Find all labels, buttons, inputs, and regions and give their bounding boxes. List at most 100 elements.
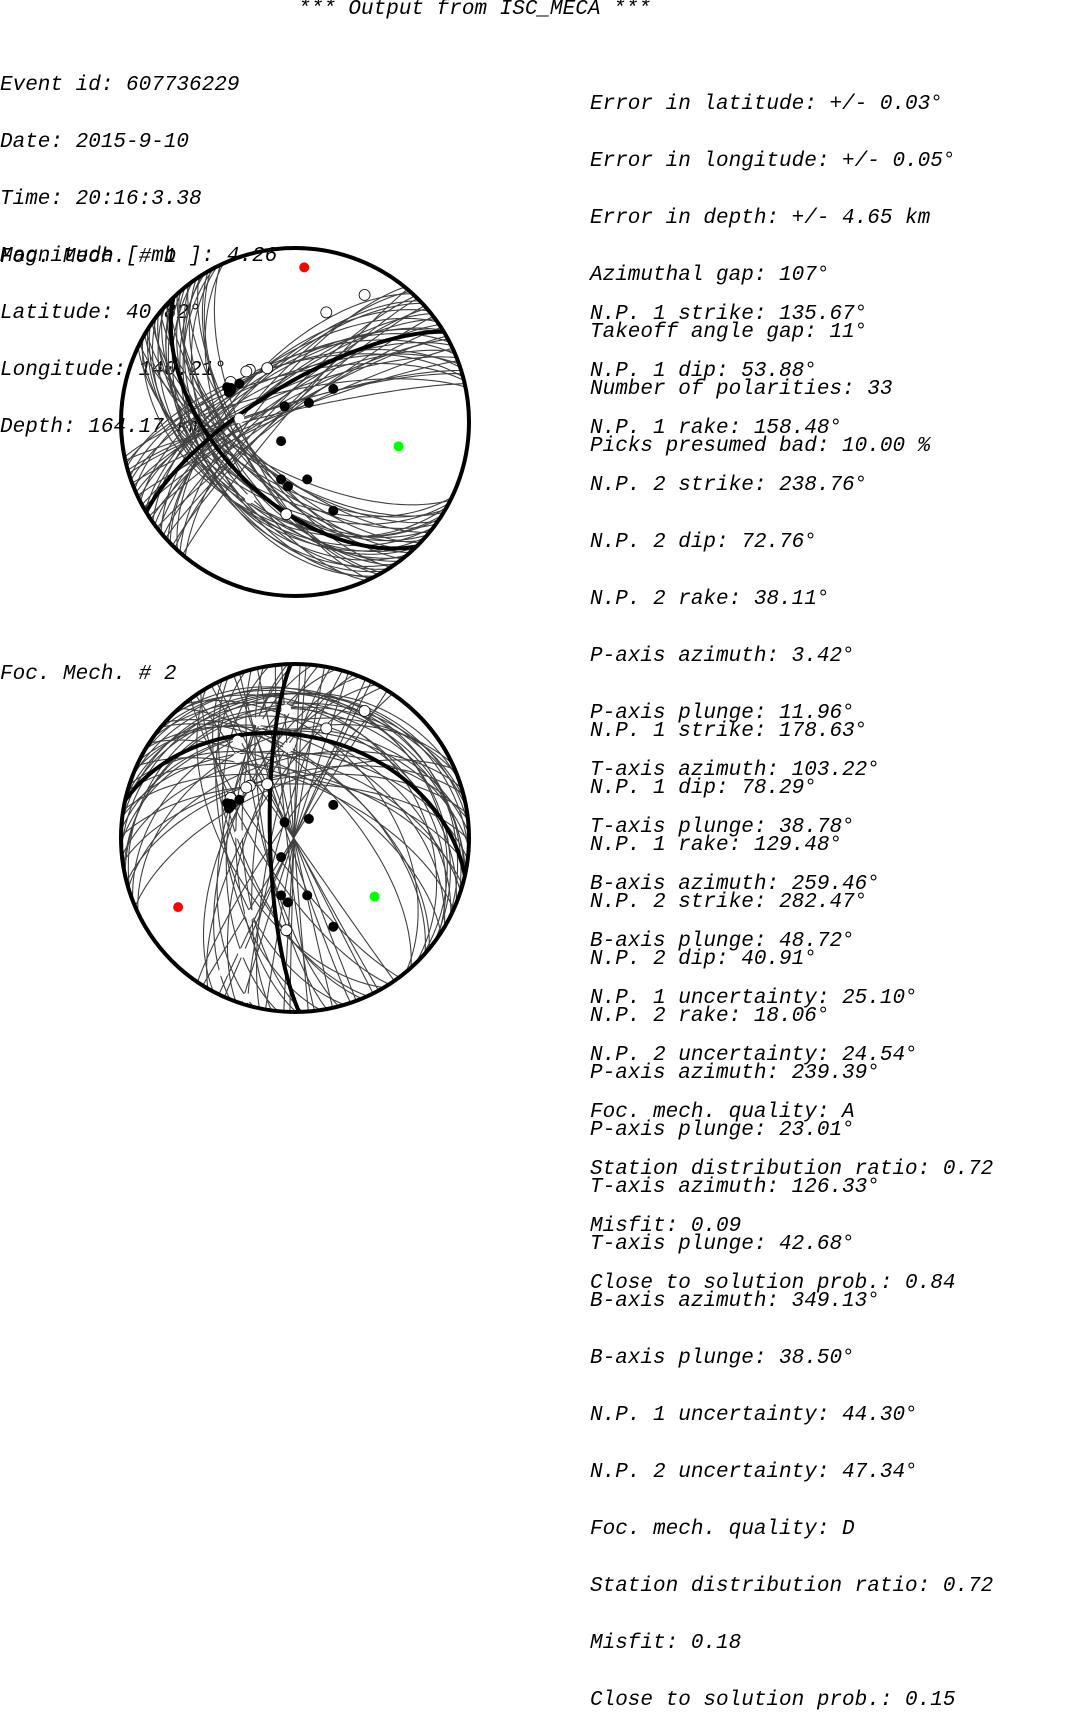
param-line: Station distribution ratio: 0.72 [590,1575,994,1598]
dilatation-marker [358,289,371,301]
dilatation-marker [234,829,245,840]
compression-marker [328,921,339,932]
param-line: B-axis plunge: 38.50° [590,1347,855,1370]
dilatation-marker [218,967,229,977]
param-line: N.P. 2 dip: 40.91° [590,948,817,971]
dilatation-marker [218,551,229,561]
dilatation-marker [232,735,243,746]
compression-marker [224,799,237,811]
error-longitude: Error in longitude: +/- 0.05° [590,150,956,173]
dilatation-marker [283,742,293,753]
param-line: P-axis azimuth: 3.42° [590,645,855,668]
p-axis-marker [173,902,184,913]
event-time: Time: 20:16:3.38 [0,188,202,211]
compression-marker [279,817,290,828]
event-latitude: Latitude: 40.82° [0,302,202,325]
dilatation-marker [232,753,243,763]
param-line: T-axis azimuth: 126.33° [590,1176,880,1199]
dilatation-marker [240,365,253,378]
dilatation-marker [244,909,255,920]
dilatation-marker [244,493,255,504]
nodal-plane-2 [123,731,467,877]
page-title: *** Output from ISC_MECA *** [298,0,651,21]
focal-sphere-outline [119,662,471,1014]
error-depth: Error in depth: +/- 4.65 km [590,207,931,230]
param-line: N.P. 1 dip: 53.88° [590,360,817,383]
compression-marker [328,505,339,516]
dilatation-marker [358,705,371,717]
compression-marker [283,897,293,908]
compression-marker [234,378,245,389]
param-line: B-axis azimuth: 349.13° [590,1290,880,1313]
event-date: Date: 2015-9-10 [0,131,190,154]
param-line: N.P. 2 dip: 72.76° [590,531,817,554]
beachball-canvas [119,246,471,1014]
uncertainty-fan [121,664,469,1012]
dilatation-marker [237,531,248,542]
param-line: N.P. 2 strike: 238.76° [590,474,868,497]
param-line: N.P. 1 strike: 178.63° [590,720,868,743]
compression-marker [303,397,314,408]
param-line: Misfit: 0.18 [590,1632,742,1655]
event-id: Event id: 607736229 [0,74,240,97]
param-line: T-axis plunge: 42.68° [590,1233,855,1256]
dilatation-marker [241,993,252,1004]
compression-marker [328,383,339,394]
dilatation-marker [232,319,243,330]
mech2-heading: Foc. Mech. # 2 [0,663,177,686]
dilatation-marker [283,326,293,337]
param-line: Close to solution prob.: 0.15 [590,1689,956,1712]
mech1-heading: Foc. Mech. # 1 [0,246,177,269]
compression-marker [276,436,287,447]
param-line: B-axis azimuth: 259.46° [590,873,880,896]
nodal-plane-1 [267,664,302,1012]
compression-marker [303,813,314,824]
beachball-1 [119,246,471,598]
t-axis-marker [369,891,380,902]
picks-presumed-bad: Picks presumed bad: 10.00 % [590,435,931,458]
beachball-2 [119,662,471,1014]
dilatation-marker [280,924,293,937]
compression-marker [276,852,287,863]
param-line: T-axis azimuth: 103.22° [590,759,880,782]
azimuthal-gap: Azimuthal gap: 107° [590,264,830,287]
param-line: Foc. mech. quality: D [590,1518,855,1541]
dilatation-marker [281,704,292,715]
dilatation-marker [232,337,243,347]
takeoff-angle-gap: Takeoff angle gap: 11° [590,321,868,344]
param-line: N.P. 1 uncertainty: 25.10° [590,987,918,1010]
dilatation-marker [253,716,264,727]
dilatation-marker [253,300,264,311]
error-latitude: Error in latitude: +/- 0.03° [590,93,943,116]
compression-marker [234,794,245,805]
compression-marker [224,382,237,395]
param-line: N.P. 2 rake: 18.06° [590,1005,830,1028]
event-magnitude: Magnitude [ mb ]: 4.26 [0,245,278,268]
param-line: N.P. 2 uncertainty: 47.34° [590,1461,918,1484]
error-info: Error in latitude: +/- 0.03° Error in lo… [590,57,955,475]
dilatation-marker [237,947,248,958]
nodal-plane-2 [144,329,444,514]
param-line: N.P. 1 strike: 135.67° [590,303,868,326]
param-line: N.P. 1 uncertainty: 44.30° [590,1404,918,1427]
dilatation-marker [320,722,333,735]
dilatation-marker [343,681,354,692]
compression-marker [302,474,313,485]
compression-marker [276,474,287,485]
dilatation-marker [234,413,245,424]
nodal-plane-1 [168,297,417,551]
compression-marker [279,401,290,412]
param-line: N.P. 1 rake: 158.48° [590,417,843,440]
compression-marker [328,799,339,810]
uncertainty-fan [124,263,466,582]
p-axis-marker [299,262,310,273]
param-line: N.P. 2 rake: 38.11° [590,588,830,611]
compression-marker [283,481,293,492]
dilatation-marker [281,288,292,299]
dilatation-marker [320,306,333,319]
param-line: T-axis plunge: 38.78° [590,816,855,839]
param-line: P-axis plunge: 23.01° [590,1119,855,1142]
compression-marker [302,890,313,901]
param-line: B-axis plunge: 48.72° [590,930,855,953]
dilatation-marker [280,508,293,521]
